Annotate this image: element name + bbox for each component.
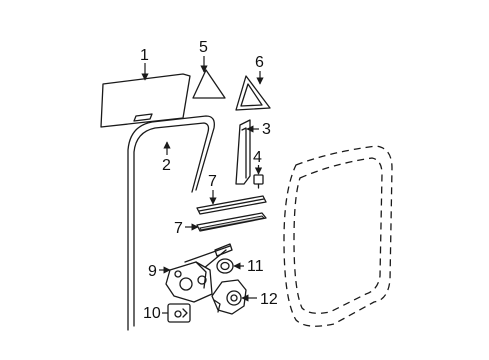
rear-channel [235, 119, 251, 185]
callout-5: 5 [199, 39, 208, 73]
belt-moulding [196, 195, 267, 215]
callout-label: 4 [253, 149, 262, 166]
callout-label: 5 [199, 39, 208, 56]
callout-9: 9 [148, 263, 171, 280]
bolt [253, 174, 264, 189]
window-regulator [165, 243, 233, 303]
callout-11: 11 [233, 258, 264, 275]
callout-3: 3 [246, 121, 271, 138]
callout-label: 1 [140, 47, 149, 64]
callout-4: 4 [253, 149, 263, 175]
callout-label: 7 [208, 173, 217, 190]
callout-label: 9 [148, 263, 157, 280]
callout-6: 6 [255, 54, 264, 85]
callout-2: 2 [162, 141, 171, 174]
grommet [216, 258, 234, 274]
callout-label: 11 [247, 258, 264, 275]
callout-label: 3 [262, 121, 271, 138]
quarter-glass [192, 69, 226, 99]
callout-label: 10 [143, 305, 161, 322]
callout-label: 7 [174, 220, 183, 237]
clip [167, 303, 191, 323]
regulator-motor [211, 279, 247, 315]
callout-label: 12 [260, 291, 278, 308]
callout-10: 10 [143, 305, 168, 322]
glass-run-channel [127, 115, 215, 331]
callout-1: 1 [140, 47, 149, 81]
quarter-glass-frame [235, 75, 271, 111]
callout-label: 6 [255, 54, 264, 71]
door-glass [100, 73, 191, 128]
callout-label: 2 [162, 157, 171, 174]
callout-8: 7 [208, 173, 217, 205]
rear-door-outline [283, 145, 393, 327]
belt-weatherstrip [196, 212, 267, 232]
callout-12: 12 [241, 291, 278, 308]
callout-7: 7 [174, 220, 199, 237]
